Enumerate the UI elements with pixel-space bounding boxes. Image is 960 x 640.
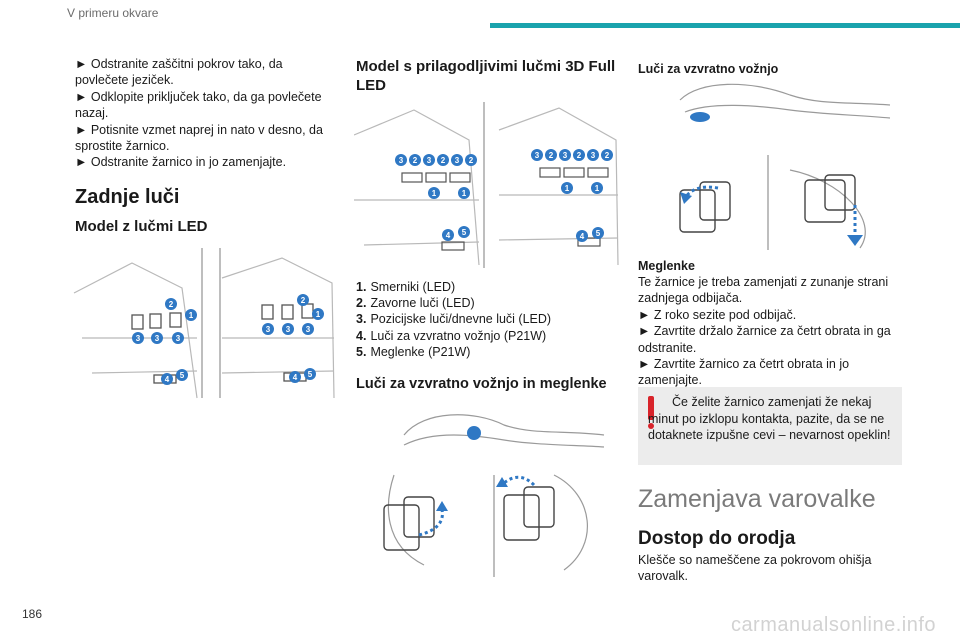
svg-text:1: 1: [595, 184, 600, 193]
svg-text:2: 2: [301, 296, 306, 305]
svg-text:5: 5: [596, 229, 601, 238]
callout-1-left: [185, 309, 197, 321]
svg-text:5: 5: [462, 228, 467, 237]
svg-text:2: 2: [413, 156, 418, 165]
callout-5-right: [304, 368, 316, 380]
svg-text:1: 1: [189, 311, 194, 320]
fog-step-2: ► Zavrtite držalo žarnice za četrt obrat…: [638, 324, 891, 355]
legend-list: 1.Smerniki (LED) 2.Zavorne luči (LED) 3.…: [356, 279, 551, 360]
callout-3-right-b: [282, 323, 294, 335]
callout-5-left: [176, 369, 188, 381]
svg-text:2: 2: [441, 156, 446, 165]
svg-text:4: 4: [293, 373, 298, 382]
svg-text:3: 3: [136, 334, 141, 343]
svg-text:1: 1: [462, 189, 467, 198]
title-fog-lights: Meglenke: [638, 259, 695, 273]
header-accent-rule: [490, 23, 960, 28]
callout-4-left: [161, 373, 173, 385]
legend-item: 1.Smerniki (LED): [356, 280, 456, 294]
step-4: ► Odstranite žarnico in jo zamenjajte.: [75, 155, 287, 170]
svg-text:3: 3: [306, 325, 311, 334]
svg-text:3: 3: [591, 151, 596, 160]
svg-text:2: 2: [605, 151, 610, 160]
svg-text:3: 3: [286, 325, 291, 334]
section-title-fuse: Zamenjava varovalke: [638, 485, 876, 513]
svg-text:3: 3: [427, 156, 432, 165]
watermark-text: carmanualsonline.info: [730, 614, 936, 636]
svg-text:2: 2: [469, 156, 474, 165]
subsection-title-led: Model z lučmi LED: [75, 218, 208, 235]
step-2: ► Odklopite priključek tako, da ga povle…: [75, 89, 322, 121]
page-number: 186: [22, 607, 43, 621]
reverse-bulb-illustration: [679, 83, 891, 250]
warning-exclamation-icon: [648, 396, 655, 429]
title-reverse-lights: Luči za vzvratno vožnjo: [638, 62, 779, 76]
legend-item: 5.Meglenke (P21W): [356, 344, 471, 359]
callout-2-right: [297, 294, 309, 306]
bulb-steps: ► Odstranite zaščitni pokrov tako, da po…: [75, 56, 337, 171]
callout-3-right-a: [262, 323, 274, 335]
callout-2-left: [165, 298, 177, 310]
svg-text:1: 1: [565, 184, 570, 193]
svg-text:3: 3: [455, 156, 460, 165]
svg-text:3: 3: [535, 151, 540, 160]
legend-item: 4.Luči za vzvratno vožnjo (P21W): [356, 328, 547, 343]
svg-text:4: 4: [446, 231, 451, 240]
svg-text:3: 3: [176, 334, 181, 343]
svg-text:2: 2: [169, 300, 174, 309]
tools-text: Klešče so nameščene za pokrovom ohišja v…: [638, 553, 872, 584]
svg-text:3: 3: [266, 325, 271, 334]
legend-item: 2.Zavorne luči (LED): [356, 296, 475, 311]
fog-intro: Te žarnice je treba zamenjati z zunanje …: [638, 275, 889, 306]
svg-text:2: 2: [549, 151, 554, 160]
fog-step-3: ► Zavrtite žarnico za četrt obrata in jo…: [638, 357, 850, 388]
page-header-title: V primeru okvare: [67, 6, 159, 20]
svg-text:2: 2: [577, 151, 582, 160]
callout-3-left-b: [151, 332, 163, 344]
svg-text:3: 3: [399, 156, 404, 165]
svg-text:5: 5: [308, 370, 313, 379]
callout-3-left-c: [172, 332, 184, 344]
led-rear-lights-illustration: 1 2 3 3 3 4 5 1 2 3 3 3 4 5: [73, 248, 335, 399]
3d-led-rear-lights-illustration: 3 2 3 2 3 2 1 1 4 5 3 2 3 2 3 2 1 1 4 5: [354, 102, 619, 268]
callout-3-right-c: [302, 323, 314, 335]
subsection-title-tools: Dostop do orodja: [638, 528, 796, 549]
svg-text:1: 1: [316, 310, 321, 319]
fog-instructions: Te žarnice je treba zamenjati z zunanje …: [638, 274, 900, 389]
callout-4-right: [289, 371, 301, 383]
warning-text: Če želite žarnico zamenjati že nekaj min…: [648, 395, 891, 443]
svg-text:1: 1: [432, 189, 437, 198]
legend-item: 3.Pozicijske luči/dnevne luči (LED): [356, 312, 552, 327]
callout-3-left-a: [132, 332, 144, 344]
svg-text:5: 5: [180, 371, 185, 380]
svg-text:3: 3: [563, 151, 568, 160]
section-title-rear-lights: Zadnje luči: [75, 186, 180, 208]
svg-text:4: 4: [580, 232, 585, 241]
step-1: ► Odstranite zaščitni pokrov tako, da po…: [75, 57, 283, 88]
callout-1-right: [312, 308, 324, 320]
reverse-fog-bulb-illustration: [383, 414, 605, 577]
title-3d-full-led: Model s prilagodljivimi lučmi 3D Full LE…: [356, 58, 616, 94]
fog-step-1: ► Z roko sezite pod odbijač.: [638, 307, 797, 322]
svg-text:4: 4: [165, 375, 170, 384]
step-3: ► Potisnite vzmet naprej in nato v desno…: [75, 122, 323, 154]
warning-box: Če želite žarnico zamenjati že nekaj min…: [638, 387, 902, 465]
svg-text:3: 3: [155, 334, 160, 343]
subtitle-reverse-fog: Luči za vzvratno vožnjo in meglenke: [356, 376, 607, 392]
